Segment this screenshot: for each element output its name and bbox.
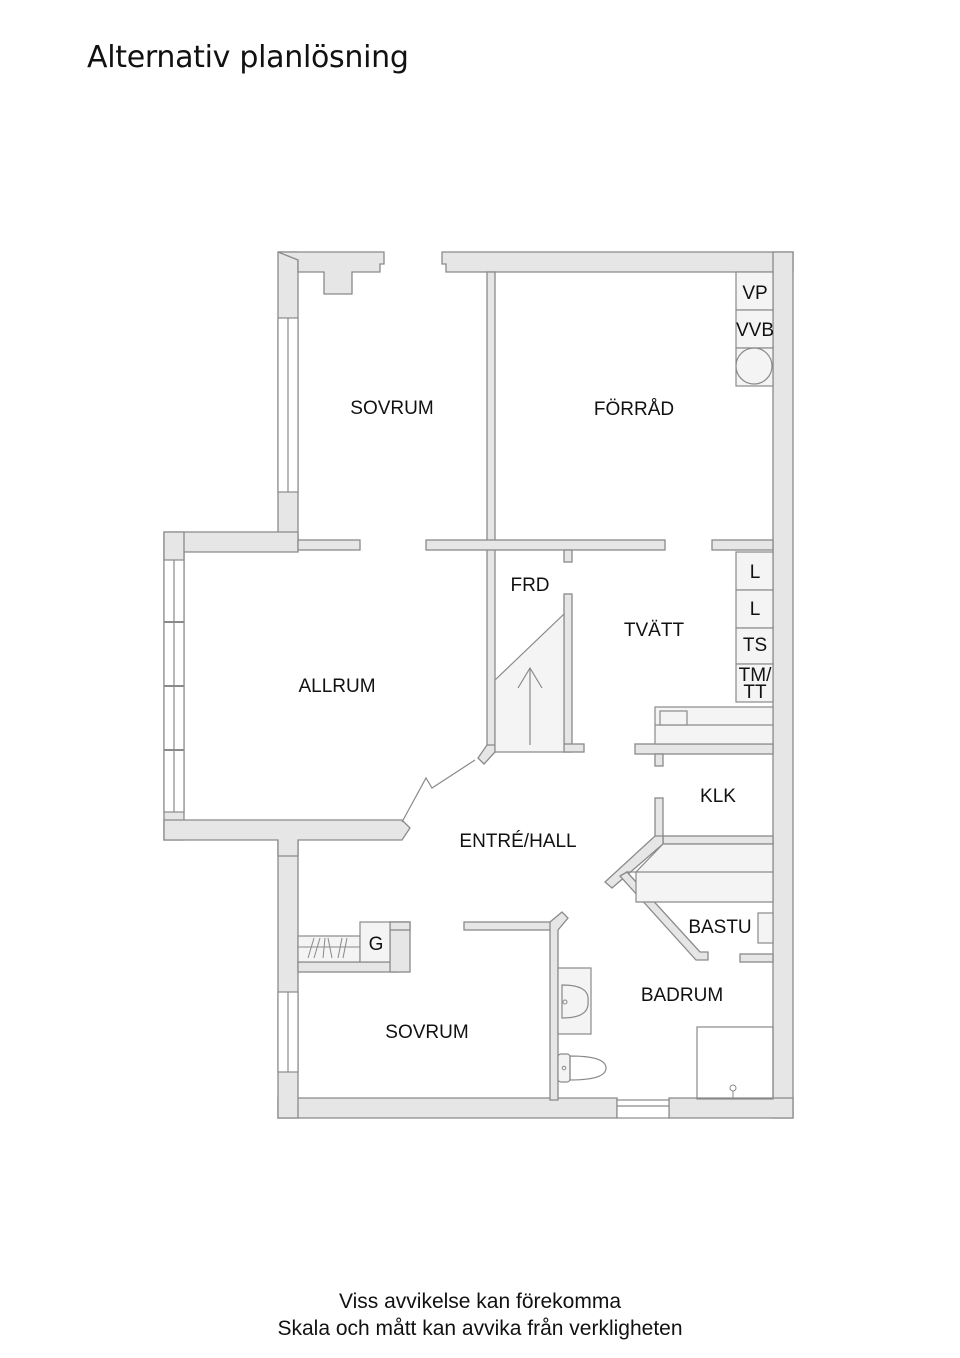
room-label-tvatt: TVÄTT — [624, 620, 685, 641]
disclaimer-line-2: Skala och mått kan avvika från verklighe… — [277, 1317, 683, 1340]
room-label-sovrum: SOVRUM — [350, 398, 433, 419]
interior-walls — [297, 271, 774, 1101]
wardrobe — [297, 921, 391, 963]
boiler-stack — [735, 271, 774, 387]
fixture-label-g: G — [369, 934, 384, 955]
room-label-sovrum-2: SOVRUM — [385, 1022, 468, 1043]
disclaimer: Viss avvikelse kan förekomma Skala och m… — [0, 1288, 960, 1342]
stair[interactable] — [494, 612, 565, 753]
room-label-klk: KLK — [700, 786, 736, 807]
doors — [401, 759, 476, 823]
room-label-forrad: FÖRRÅD — [594, 399, 674, 420]
room-label-frd: FRD — [510, 575, 549, 596]
laundry-stack — [654, 551, 774, 745]
page-title: Alternativ planlösning — [87, 40, 409, 75]
room-label-entre: ENTRÉ/HALL — [459, 831, 576, 852]
fixture-label-l2: L — [750, 599, 761, 620]
fixture-label-ts: TS — [743, 635, 767, 656]
room-labels: SOVRUM FÖRRÅD ALLRUM FRD TVÄTT ENTRÉ/HAL… — [298, 283, 774, 1043]
fixture-label-vvb: VVB — [736, 320, 774, 341]
room-label-badrum: BADRUM — [641, 985, 723, 1006]
fixture-label-tt: TT — [743, 682, 767, 703]
room-label-allrum: ALLRUM — [298, 676, 375, 697]
room-label-bastu: BASTU — [688, 917, 751, 938]
sauna-benches — [626, 843, 774, 944]
disclaimer-line-1: Viss avvikelse kan förekomma — [338, 1290, 622, 1313]
bathroom-fixtures — [557, 967, 774, 1100]
fixture-label-tm: TM/ — [739, 665, 772, 686]
fixture-label-vp: VP — [742, 283, 767, 304]
windows — [163, 317, 670, 1119]
fixture-label-l1: L — [750, 562, 761, 583]
